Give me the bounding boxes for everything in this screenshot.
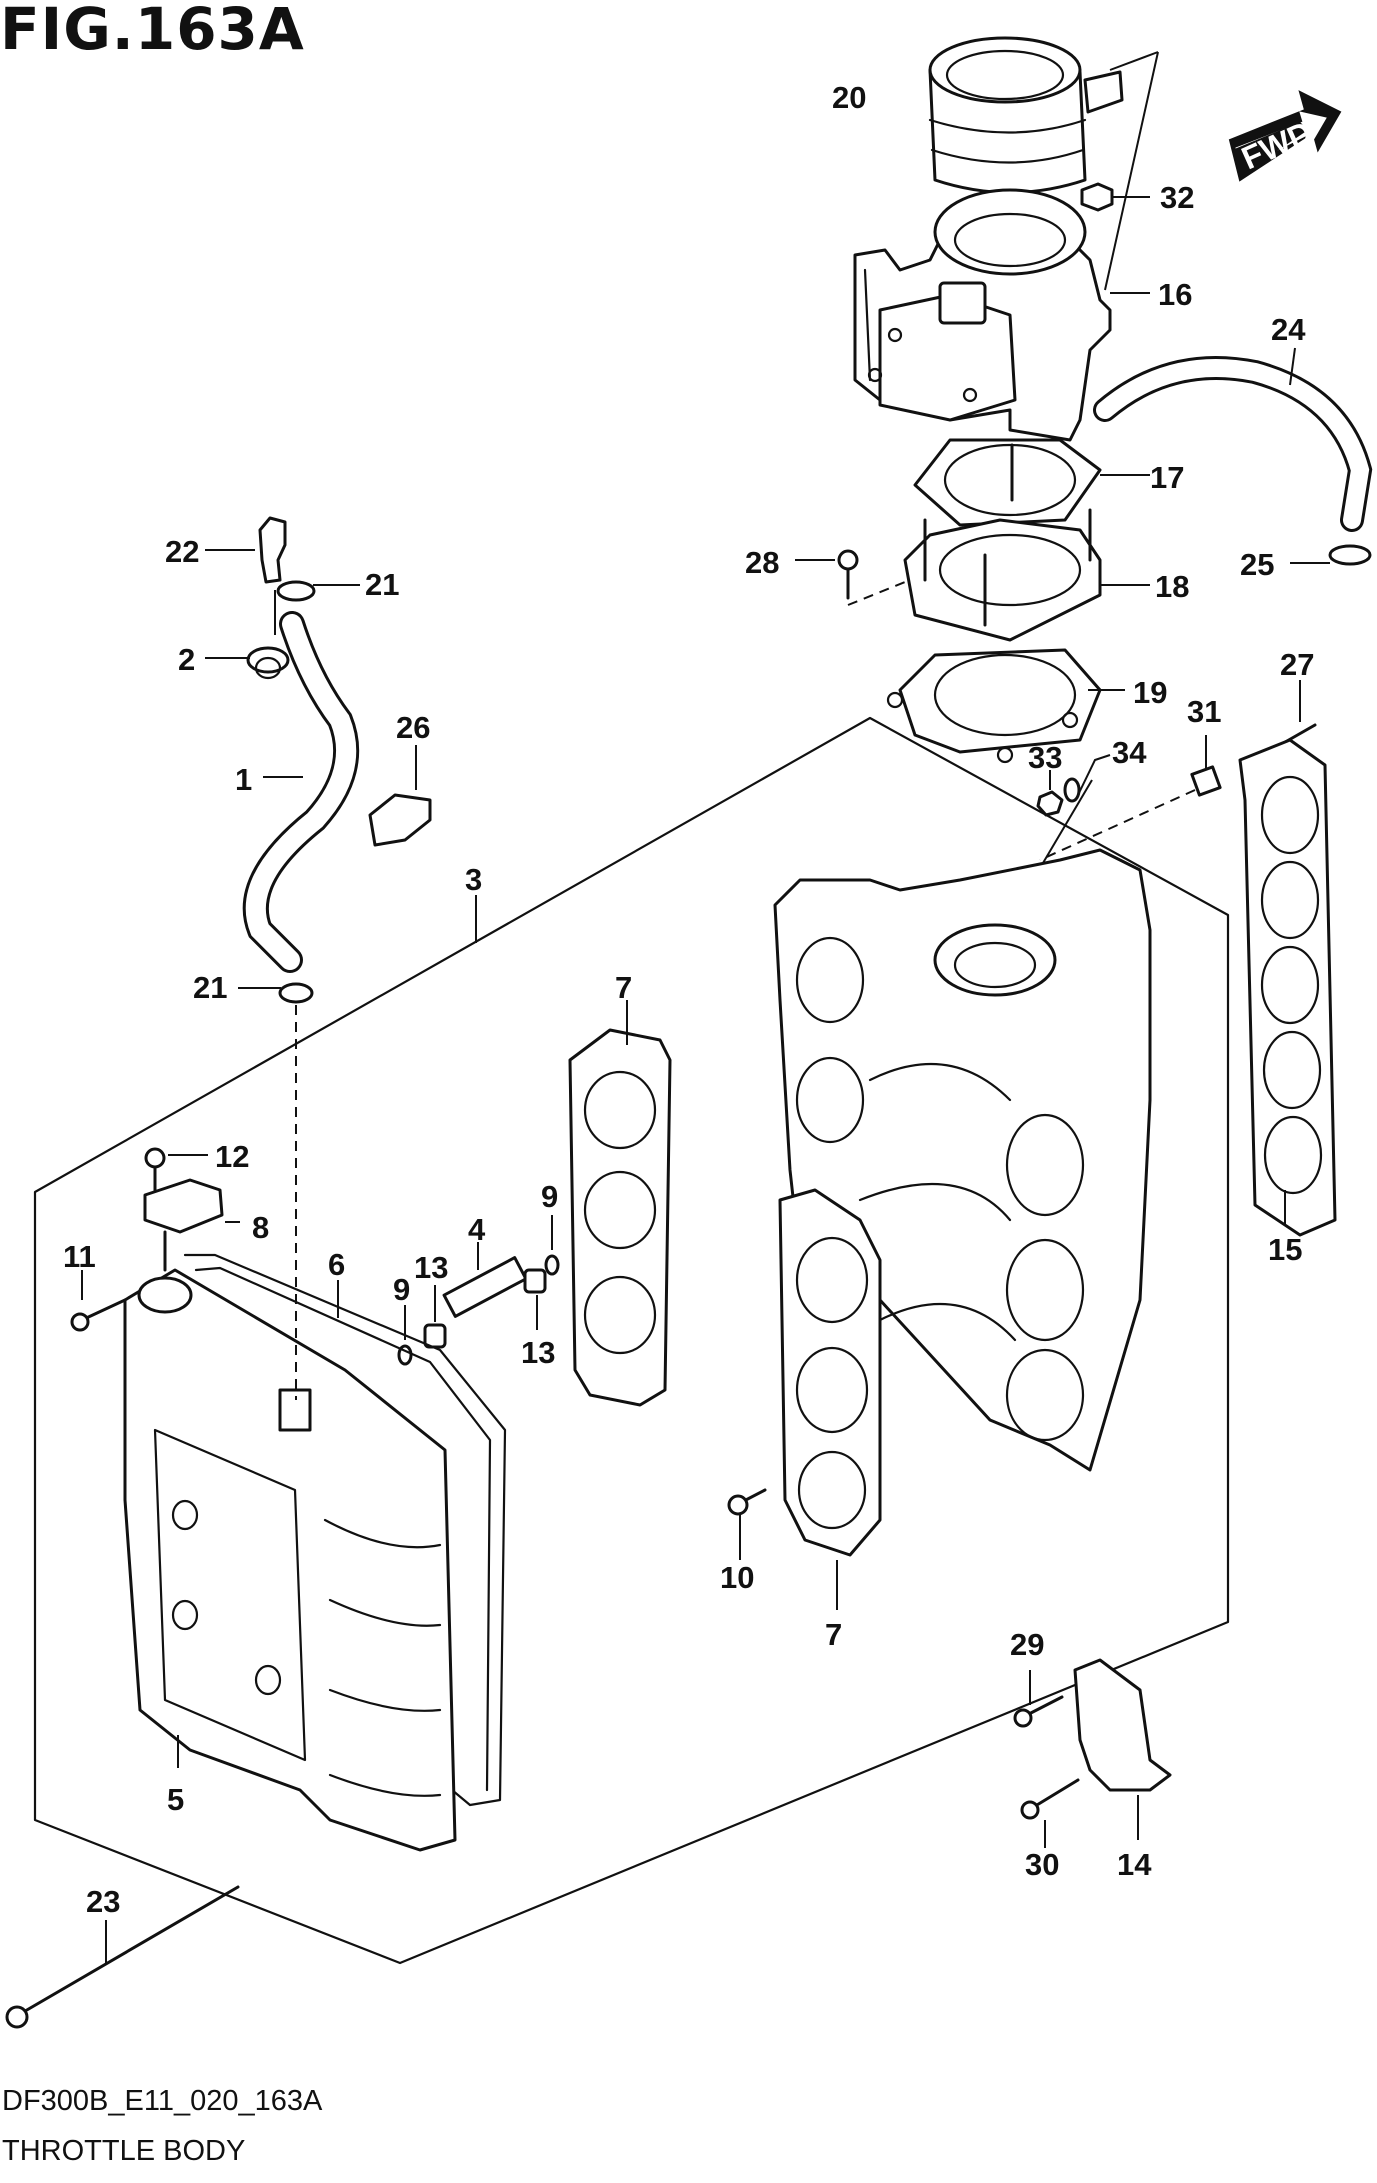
callout-labels: 1 2 3 4 5 6 7 7 8 9 9 10 11 12 13 13 14 … (63, 80, 1314, 1919)
gasket-strip-part-15 (1238, 738, 1337, 1237)
callout-13-left: 13 (414, 1250, 448, 1285)
assembly-boundary (33, 716, 1230, 1965)
callout-21-upper: 21 (365, 567, 399, 602)
callout-29: 29 (1010, 1627, 1044, 1662)
callout-26: 26 (396, 710, 430, 745)
bolt-part-10 (727, 1488, 767, 1560)
fwd-direction-badge: FWD (1228, 90, 1342, 182)
callout-13-right: 13 (521, 1335, 555, 1370)
sensor-part-8 (143, 1178, 240, 1272)
callout-32: 32 (1160, 180, 1194, 215)
throttle-spacer-part-18 (903, 443, 1150, 642)
intake-manifold (773, 848, 1152, 1472)
figure-name: THROTTLE BODY (2, 2135, 246, 2167)
callout-27: 27 (1280, 647, 1314, 682)
callout-1: 1 (235, 762, 252, 797)
figure-title: FIG.163A (0, 0, 305, 63)
leader-20b (1109, 51, 1159, 71)
callout-8: 8 (252, 1210, 269, 1245)
callout-30: 30 (1025, 1847, 1059, 1882)
callout-16: 16 (1158, 277, 1192, 312)
hose-part-1 (242, 611, 360, 973)
callout-10: 10 (720, 1560, 754, 1595)
grommet-part-2 (205, 646, 290, 680)
callout-25: 25 (1240, 547, 1274, 582)
gasket-part-19 (886, 648, 1125, 764)
callout-15: 15 (1268, 1232, 1302, 1267)
callout-2: 2 (178, 642, 195, 677)
callout-22: 22 (165, 534, 199, 569)
callout-4: 4 (468, 1212, 486, 1247)
clamp-part-21-upper (276, 580, 360, 602)
callout-19: 19 (1133, 675, 1167, 710)
surge-tank-part-5 (123, 1268, 457, 1852)
clip-part-26 (368, 745, 432, 847)
bolt-part-30 (1020, 1778, 1080, 1848)
callout-33: 33 (1028, 740, 1062, 775)
model-code: DF300B_E11_020_163A (2, 2085, 323, 2117)
callout-23: 23 (86, 1884, 120, 1919)
callout-11: 11 (63, 1239, 96, 1274)
nut-part-33 (1036, 770, 1064, 817)
callout-28: 28 (745, 545, 779, 580)
callout-14: 14 (1117, 1847, 1152, 1882)
clamp-part-25 (1290, 544, 1372, 566)
callout-24: 24 (1271, 312, 1306, 347)
long-bolt-part-23 (5, 1885, 240, 2029)
clamp-part-21-lower (238, 982, 314, 1400)
callout-34: 34 (1112, 735, 1147, 770)
callout-12: 12 (215, 1139, 249, 1174)
bolt-part-28 (795, 549, 911, 606)
callout-5: 5 (167, 1782, 184, 1817)
spacer-part-7-upper (568, 1000, 672, 1407)
collar-part-13-left (423, 1285, 447, 1349)
oring-part-9-left (397, 1305, 413, 1366)
oring-part-9-right (544, 1215, 560, 1276)
callout-6: 6 (328, 1247, 345, 1282)
spacer-part-7-lower (778, 1188, 882, 1610)
bolt-part-12 (144, 1147, 208, 1192)
callout-31: 31 (1187, 694, 1221, 729)
bolt-part-11 (70, 1270, 127, 1332)
callout-7-lower: 7 (825, 1617, 842, 1652)
nut-part-32 (1080, 182, 1150, 212)
collar-part-13-right (523, 1268, 547, 1330)
bolt-part-29 (1013, 1670, 1064, 1728)
gasket-part-6 (183, 1253, 507, 1807)
bracket-part-14 (1073, 1658, 1172, 1840)
callout-17: 17 (1150, 460, 1184, 495)
stud-part-27 (1278, 680, 1317, 747)
callout-9-left: 9 (393, 1272, 410, 1307)
hose-part-24 (1093, 347, 1373, 532)
gasket-part-17 (913, 438, 1150, 527)
callout-18: 18 (1155, 569, 1189, 604)
throttle-body-part-16 (853, 188, 1112, 442)
leader-20 (1104, 51, 1159, 291)
callout-20: 20 (832, 80, 866, 115)
callout-21-lower: 21 (193, 970, 227, 1005)
fitting-part-22 (205, 516, 287, 635)
callout-3: 3 (465, 862, 482, 897)
callout-9-right: 9 (541, 1179, 558, 1214)
intake-duct-part-20 (928, 36, 1124, 194)
collar-part-31 (1039, 735, 1222, 861)
pipe-part-4 (442, 1242, 528, 1318)
callout-7-upper: 7 (615, 970, 632, 1005)
